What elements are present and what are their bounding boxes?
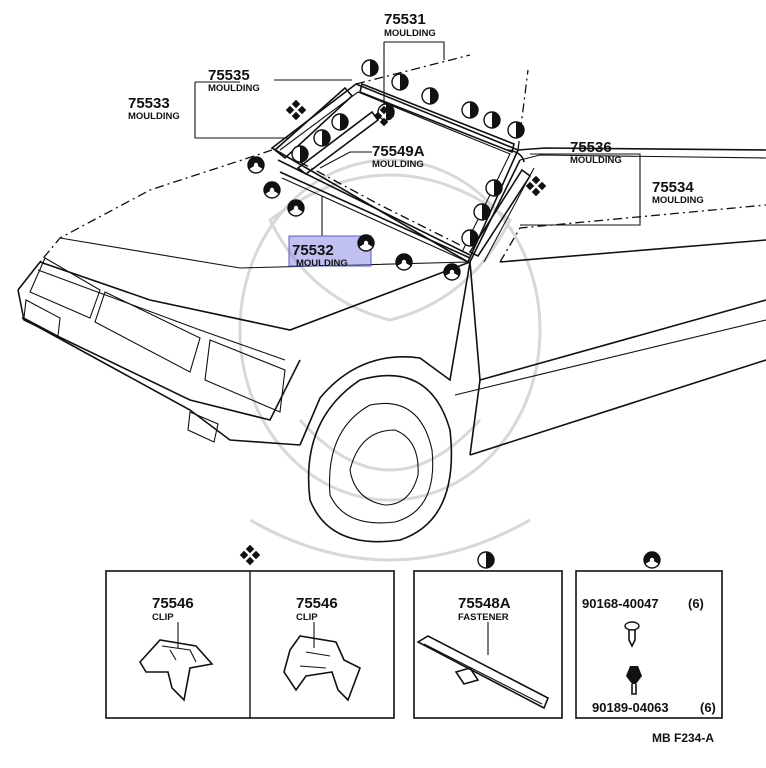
half-circle-icon	[485, 179, 503, 197]
svg-text:MOULDING: MOULDING	[570, 155, 622, 166]
svg-text:75536: 75536	[570, 139, 612, 156]
svg-text:MOULDING: MOULDING	[652, 195, 704, 206]
half-circle-icon	[391, 73, 409, 91]
svg-text:MOULDING: MOULDING	[372, 159, 424, 170]
half-circle-icon	[461, 229, 479, 247]
detail-box-clips	[105, 570, 395, 719]
svg-text:75548A: 75548A	[458, 595, 511, 612]
svg-text:75546: 75546	[296, 595, 338, 612]
tri-circle-icon	[640, 549, 661, 569]
svg-text:75546: 75546	[152, 595, 194, 612]
half-circle-icon	[483, 111, 501, 129]
callout-75533[interactable]: 75533 MOULDING	[128, 95, 180, 122]
svg-text:75531: 75531	[384, 11, 426, 28]
svg-text:75533: 75533	[128, 95, 170, 112]
callout-75549A[interactable]: 75549A MOULDING	[372, 143, 425, 170]
svg-text:90189-04063: 90189-04063	[592, 700, 669, 715]
half-circle-icon	[291, 145, 309, 163]
leader-lines	[194, 41, 641, 236]
svg-text:CLIP: CLIP	[296, 612, 318, 623]
svg-text:(6): (6)	[700, 700, 716, 715]
svg-text:MOULDING: MOULDING	[384, 28, 436, 39]
half-circle-icon	[361, 59, 379, 77]
svg-text:90168-40047: 90168-40047	[582, 596, 659, 611]
detail-grommet-2[interactable]: 90189-04063 (6)	[592, 666, 716, 715]
svg-text:75534: 75534	[652, 179, 694, 196]
svg-text:75532: 75532	[292, 242, 334, 259]
detail-box-fastener	[413, 570, 563, 719]
diamond-cluster-icon	[239, 544, 261, 566]
diamond-cluster-icon	[285, 99, 307, 121]
car-body-drawing	[17, 54, 766, 543]
half-circle-icon	[473, 203, 491, 221]
svg-text:MOULDING: MOULDING	[128, 111, 180, 122]
half-circle-icon	[331, 113, 349, 131]
callout-75532[interactable]: 75532 MOULDING	[292, 242, 348, 269]
watermark	[238, 158, 542, 562]
highlight-75532	[288, 235, 372, 267]
tri-circle-icon	[392, 251, 413, 271]
callout-75536[interactable]: 75536 MOULDING	[570, 139, 622, 166]
tri-circle-icon	[260, 179, 281, 199]
detail-clip-2[interactable]: 75546 CLIP	[283, 595, 362, 702]
callout-75531[interactable]: 75531 MOULDING	[384, 11, 436, 39]
svg-text:75549A: 75549A	[372, 143, 425, 160]
detail-screw-1[interactable]: 90168-40047 (6)	[582, 596, 704, 648]
svg-text:MOULDING: MOULDING	[296, 258, 348, 269]
half-circle-icon	[461, 101, 479, 119]
svg-text:CLIP: CLIP	[152, 612, 174, 623]
half-circle-icon	[507, 121, 525, 139]
tri-circle-icon	[440, 261, 461, 281]
svg-text:MOULDING: MOULDING	[208, 83, 260, 94]
figure-reference: MB F234-A	[652, 731, 714, 745]
svg-text:FASTENER: FASTENER	[458, 612, 509, 623]
half-circle-icon	[477, 551, 495, 569]
detail-fastener[interactable]: 75548A FASTENER	[416, 595, 550, 710]
half-circle-icon	[421, 87, 439, 105]
detail-box-screws	[575, 570, 723, 719]
half-circle-icon	[313, 129, 331, 147]
callout-75534[interactable]: 75534 MOULDING	[652, 179, 704, 206]
svg-text:(6): (6)	[688, 596, 704, 611]
detail-clip-1[interactable]: 75546 CLIP	[139, 595, 214, 702]
callout-75535[interactable]: 75535 MOULDING	[208, 67, 260, 94]
svg-text:75535: 75535	[208, 67, 250, 84]
